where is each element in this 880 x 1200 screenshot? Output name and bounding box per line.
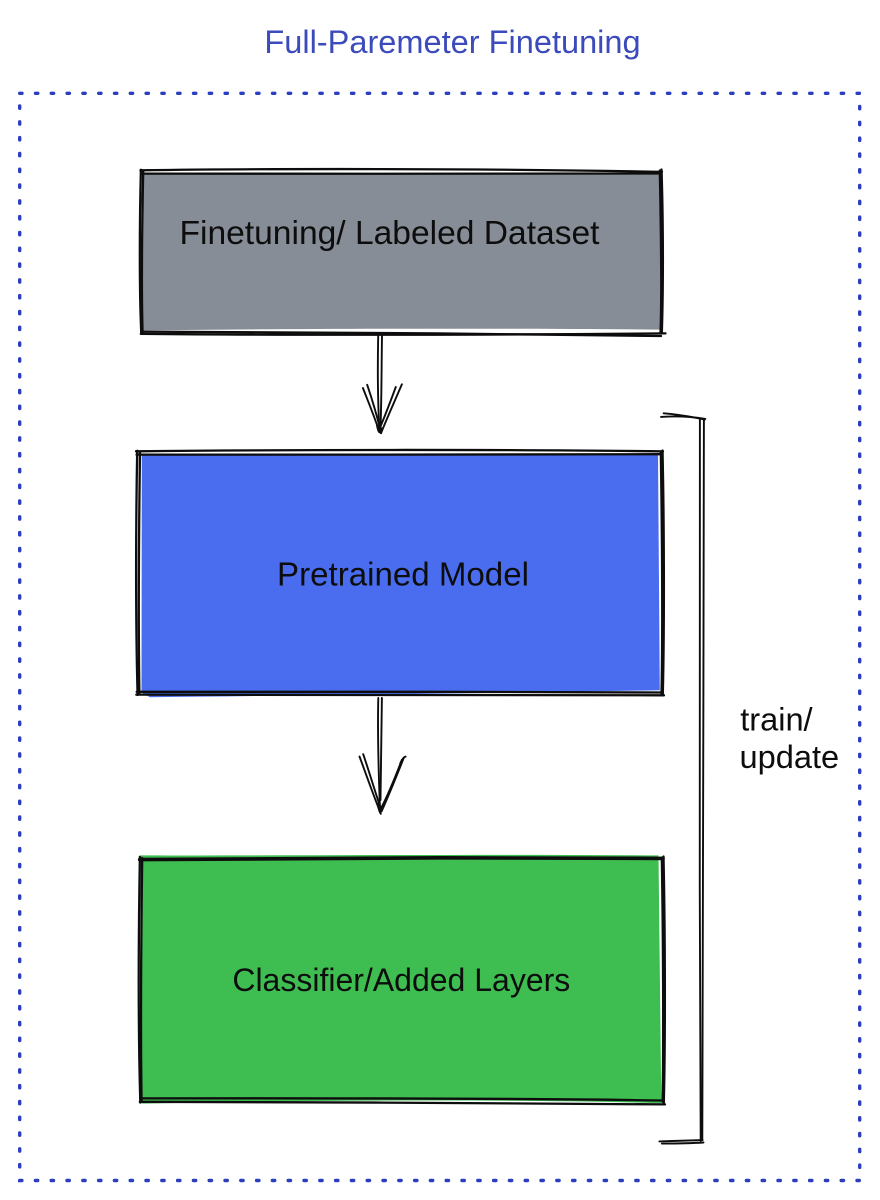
svg-text:Pretrained Model: Pretrained Model [277,557,529,594]
svg-text:Finetuning/ Labeled Dataset: Finetuning/ Labeled Dataset [179,215,600,252]
svg-text:Full-Paremeter Finetuning: Full-Paremeter Finetuning [264,24,640,60]
svg-text:train/: train/ [740,701,813,738]
svg-text:Classifier/Added Layers: Classifier/Added Layers [232,962,570,998]
svg-text:update: update [740,738,840,775]
